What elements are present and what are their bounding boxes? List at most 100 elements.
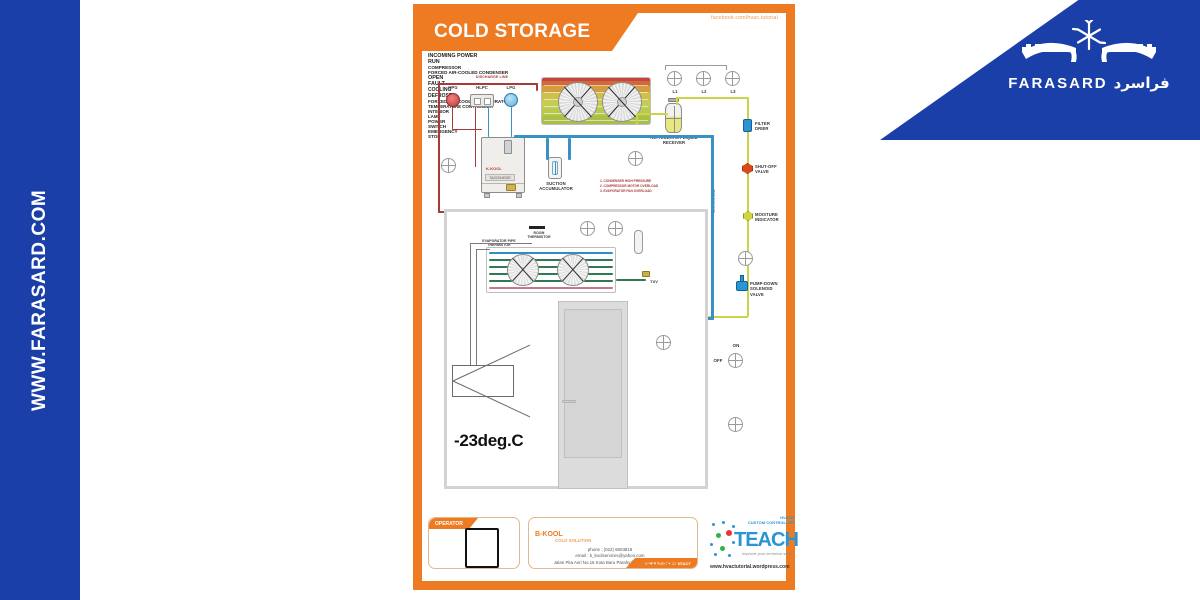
fault-title: FAULT [428, 81, 445, 87]
logo-mark-icon [1022, 20, 1156, 62]
cold-storage-poster: COLD STORAGE facebook.com/hvac.tutorial … [413, 4, 799, 590]
suction-pipe-accum-drop [546, 138, 549, 160]
interior-lamp-label: INTERIOR LAMP [428, 109, 449, 119]
lamp-l3-label: L3 [730, 89, 736, 94]
compressor-body: K-KOOL TAG2016DSR [481, 137, 525, 193]
room-thermistor-label: ROOM THERMISTOR [527, 231, 551, 240]
evaporator-label: FORCED AIR-COOLED EVAPORATOR [428, 99, 511, 104]
hpg-wire2 [452, 129, 482, 131]
power-on-label: ON [732, 343, 740, 348]
solenoid-valve-label: PUMP-DOWN SOLENOID VALVE [750, 281, 778, 297]
power-switch[interactable] [728, 353, 743, 368]
defrost-label: DEFROST [428, 93, 452, 99]
lamp-defrost[interactable] [608, 221, 623, 236]
hlpc-wire-a [475, 107, 477, 167]
hlpc-wire-b [488, 107, 490, 137]
discharge-pipe-left [438, 83, 440, 213]
brand-corner: FARASARD فراسرد [880, 0, 1200, 140]
emergency-contact-tab: EMERGENCY CONTACT [625, 558, 697, 568]
hpg-label: HPG [448, 85, 458, 90]
fault-list: 1. CONDENSER HIGH PRESSURE 2. COMPRESSOR… [600, 179, 700, 193]
moisture-indicator [743, 211, 753, 221]
thermistor-wire-1 [470, 243, 471, 371]
condenser-fan-1 [558, 82, 598, 122]
fault-item-1: 1. CONDENSER HIGH PRESSURE [600, 179, 652, 183]
poster-title: COLD STORAGE [422, 13, 638, 51]
thermistor-wire-2 [476, 249, 477, 371]
suction-pipe-accum-rise [568, 138, 571, 160]
discharge-pipe-riser [536, 83, 538, 91]
lamp-run[interactable] [441, 158, 456, 173]
txv-label: TXV [650, 279, 659, 284]
lamp-interior[interactable] [656, 335, 671, 350]
teach-network-icon [708, 519, 742, 559]
refrigerant-receiver [665, 103, 682, 133]
run-label: RUN [428, 59, 440, 65]
shutoff-valve-label: SHUT-OFF VALVE [755, 164, 777, 175]
logo-wordmark-farsi: فراسرد [1113, 74, 1170, 92]
teach-wordmark: TEACH [734, 529, 799, 551]
emergency-stop-button[interactable] [728, 417, 743, 432]
discharge-pipe-top [438, 83, 538, 85]
suction-line-label: SUCTION LINE [712, 189, 716, 213]
lamp-l2[interactable] [696, 71, 711, 86]
liquid-pipe-receiver-riser [676, 97, 678, 105]
txv-bulb-icon [634, 230, 643, 254]
condenser-unit [541, 77, 651, 125]
lamp-l3[interactable] [725, 71, 740, 86]
company-address: Jalan Pita Asri No.16 Kota Baru Parahyan… [553, 560, 667, 565]
power-bracket [665, 65, 727, 70]
hpg-wire [452, 107, 454, 129]
facebook-link: facebook.com/hvac.tutorial [711, 15, 778, 21]
suction-accumulator-label: SUCTION ACCUMULATOR [539, 181, 573, 192]
liquid-pipe-from-condenser [636, 113, 668, 115]
suction-accumulator [548, 157, 562, 179]
shutoff-valve[interactable] [742, 163, 753, 174]
discharge-line-label: DISCHARGE LINE [475, 75, 509, 79]
teach-website: www.hvactutorial.wordpress.com [710, 564, 790, 570]
thermistor-wire-4 [476, 249, 490, 250]
room-thermistor-icon [529, 226, 545, 229]
hpg-gauge-icon[interactable] [446, 93, 460, 107]
operator-id-card [465, 528, 499, 568]
company-contact-block: phone : (022) 6803818 email : b_koolserv… [529, 546, 691, 566]
temperature-controller-label: TEMPERATURE CONTROLLER [428, 104, 493, 109]
pump-down-solenoid-valve[interactable] [736, 281, 748, 291]
compressor-valve-bottom [506, 184, 516, 191]
compressor-model: TAG2016DSR [485, 174, 515, 181]
cold-room-door[interactable] [558, 301, 628, 489]
lamp-cooling[interactable] [580, 221, 595, 236]
receiver-valve-icon [668, 98, 679, 102]
logo-wordmark: FARASARD فراسرد [1008, 74, 1169, 92]
emergency-stop-label: EMERGENCY STOP [428, 129, 458, 139]
incoming-power-heading: INCOMING POWER [428, 53, 478, 59]
diagram-canvas: INCOMING POWER L1 L2 L3 DISCHARGE LINE H… [428, 53, 780, 509]
lpg-gauge-icon[interactable] [504, 93, 518, 107]
company-email: email : b_koolservices@yahoo.com [575, 553, 645, 558]
condenser-label: FORCED AIR-COOLED CONDENSER [428, 70, 509, 75]
compressor-brand: K-KOOL [486, 166, 502, 171]
room-temperature-readout: -23deg.C [454, 431, 524, 450]
liquid-pipe-top [676, 97, 748, 99]
logo-wordmark-latin: FARASARD [1008, 75, 1108, 92]
operator-tab-label: OPERATOR [429, 518, 478, 529]
temperature-controller[interactable] [452, 365, 514, 397]
lamp-open[interactable] [738, 251, 753, 266]
lamp-fault[interactable] [628, 151, 643, 166]
evaporator-unit [486, 247, 616, 293]
company-card: B-KOOL COLD SOLUTION phone : (022) 68038… [528, 517, 698, 569]
evaporator-fan-2 [557, 254, 589, 286]
teach-tagline: Improve your technical skills [741, 551, 792, 556]
open-label: OPEN [428, 75, 444, 81]
cooling-label: COOLING [428, 87, 452, 93]
farasard-logo: FARASARD فراسرد [1004, 20, 1174, 100]
watermark-url-vertical: WWW.FARASARD.COM [29, 189, 50, 411]
lamp-l1-label: L1 [672, 89, 678, 94]
left-watermark-bar: WWW.FARASARD.COM [0, 0, 80, 600]
lamp-l1[interactable] [667, 71, 682, 86]
hlpc-control-icon[interactable] [470, 94, 494, 107]
lpg-wire2 [511, 107, 513, 137]
compressor-label: COMPRESSOR [428, 65, 462, 70]
hlpc-label: HLPC [476, 85, 488, 90]
filter-drier-label: FILTER DRIER [755, 121, 770, 132]
